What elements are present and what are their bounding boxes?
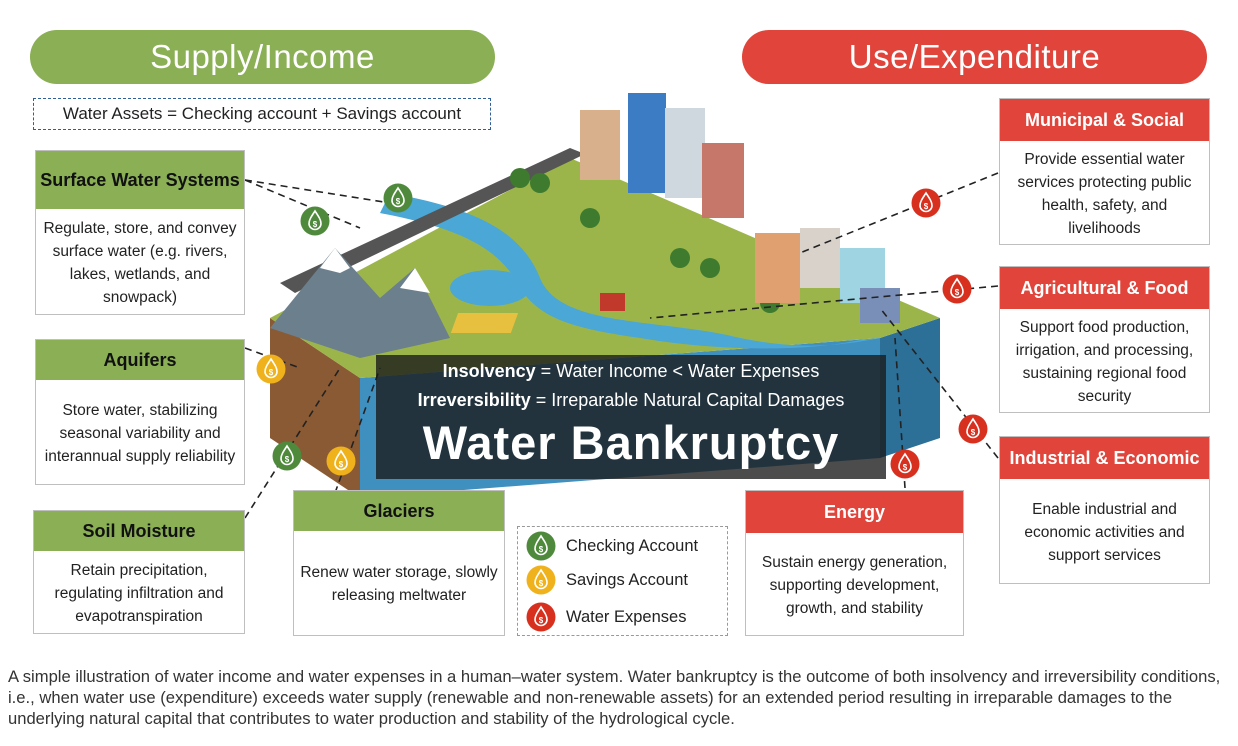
industrial-economic-card: Industrial & Economic Enable industrial … [999,436,1210,584]
savings-account-icon [256,354,286,384]
agricultural-food-card: Agricultural & Food Support food product… [999,266,1210,413]
water-bankruptcy-title: Water Bankruptcy [422,416,840,469]
card-title: Surface Water Systems [36,151,244,209]
water-bankruptcy-panel: Insolvency = Water Income < Water Expens… [376,355,886,479]
water-right-face [880,318,940,458]
legend-item: Checking Account [526,531,698,561]
card-title: Municipal & Social [1000,99,1209,141]
legend-item: Savings Account [526,565,688,595]
surface-water-card: Surface Water Systems Regulate, store, a… [35,150,245,315]
barn [600,293,625,311]
card-text: Retain precipitation, regulating infiltr… [54,561,224,625]
checking-account-icon [272,441,302,471]
card-text: Regulate, store, and convey surface wate… [43,219,237,306]
card-text: Support food production, irrigation, and… [1015,318,1194,405]
municipal-social-card: Municipal & Social Provide essential wat… [999,98,1210,245]
water-expense-icon [911,188,941,218]
soil-moisture-card: Soil Moisture Retain precipitation, regu… [33,510,245,634]
card-title: Agricultural & Food [1000,267,1209,309]
card-text: Enable industrial and economic activitie… [1024,500,1185,564]
savings-account-icon [526,565,556,595]
lake [450,270,530,306]
water-assets-equation: Water Assets = Checking account + Saving… [33,98,491,130]
insolvency-definition: Insolvency = Water Income < Water Expens… [442,361,820,381]
savings-account-icon [326,446,356,476]
energy-card: Energy Sustain energy generation, suppor… [745,490,964,636]
water-expense-icon [942,274,972,304]
card-text: Provide essential water services protect… [1017,150,1192,237]
card-title: Aquifers [36,340,244,380]
supply-income-header: Supply/Income [30,30,495,84]
use-expenditure-header: Use/Expenditure [742,30,1207,84]
aquifers-card: Aquifers Store water, stabilizing season… [35,339,245,485]
crop-field [450,313,519,333]
checking-account-icon [383,183,413,213]
legend: Checking Account Savings Account Water E… [517,526,728,636]
river [380,193,880,349]
water-expense-icon [526,602,556,632]
figure-caption: A simple illustration of water income an… [8,667,1221,728]
mountain [270,248,450,358]
card-text: Sustain energy generation, supporting de… [761,553,948,617]
city-buildings [580,93,900,323]
checking-account-icon [526,531,556,561]
card-title: Soil Moisture [34,511,244,551]
card-title: Industrial & Economic [1000,437,1209,479]
card-text: Store water, stabilizing seasonal variab… [44,401,236,465]
card-title: Energy [746,491,963,533]
water-expense-icon [958,414,988,444]
irreversibility-definition: Irreversibility = Irreparable Natural Ca… [417,390,845,410]
water-expense-icon [890,449,920,479]
card-title: Glaciers [294,491,504,531]
glaciers-card: Glaciers Renew water storage, slowly rel… [293,490,505,636]
road [280,148,585,293]
card-text: Renew water storage, slowly releasing me… [300,564,498,604]
checking-account-icon [300,206,330,236]
legend-item: Water Expenses [526,602,686,632]
